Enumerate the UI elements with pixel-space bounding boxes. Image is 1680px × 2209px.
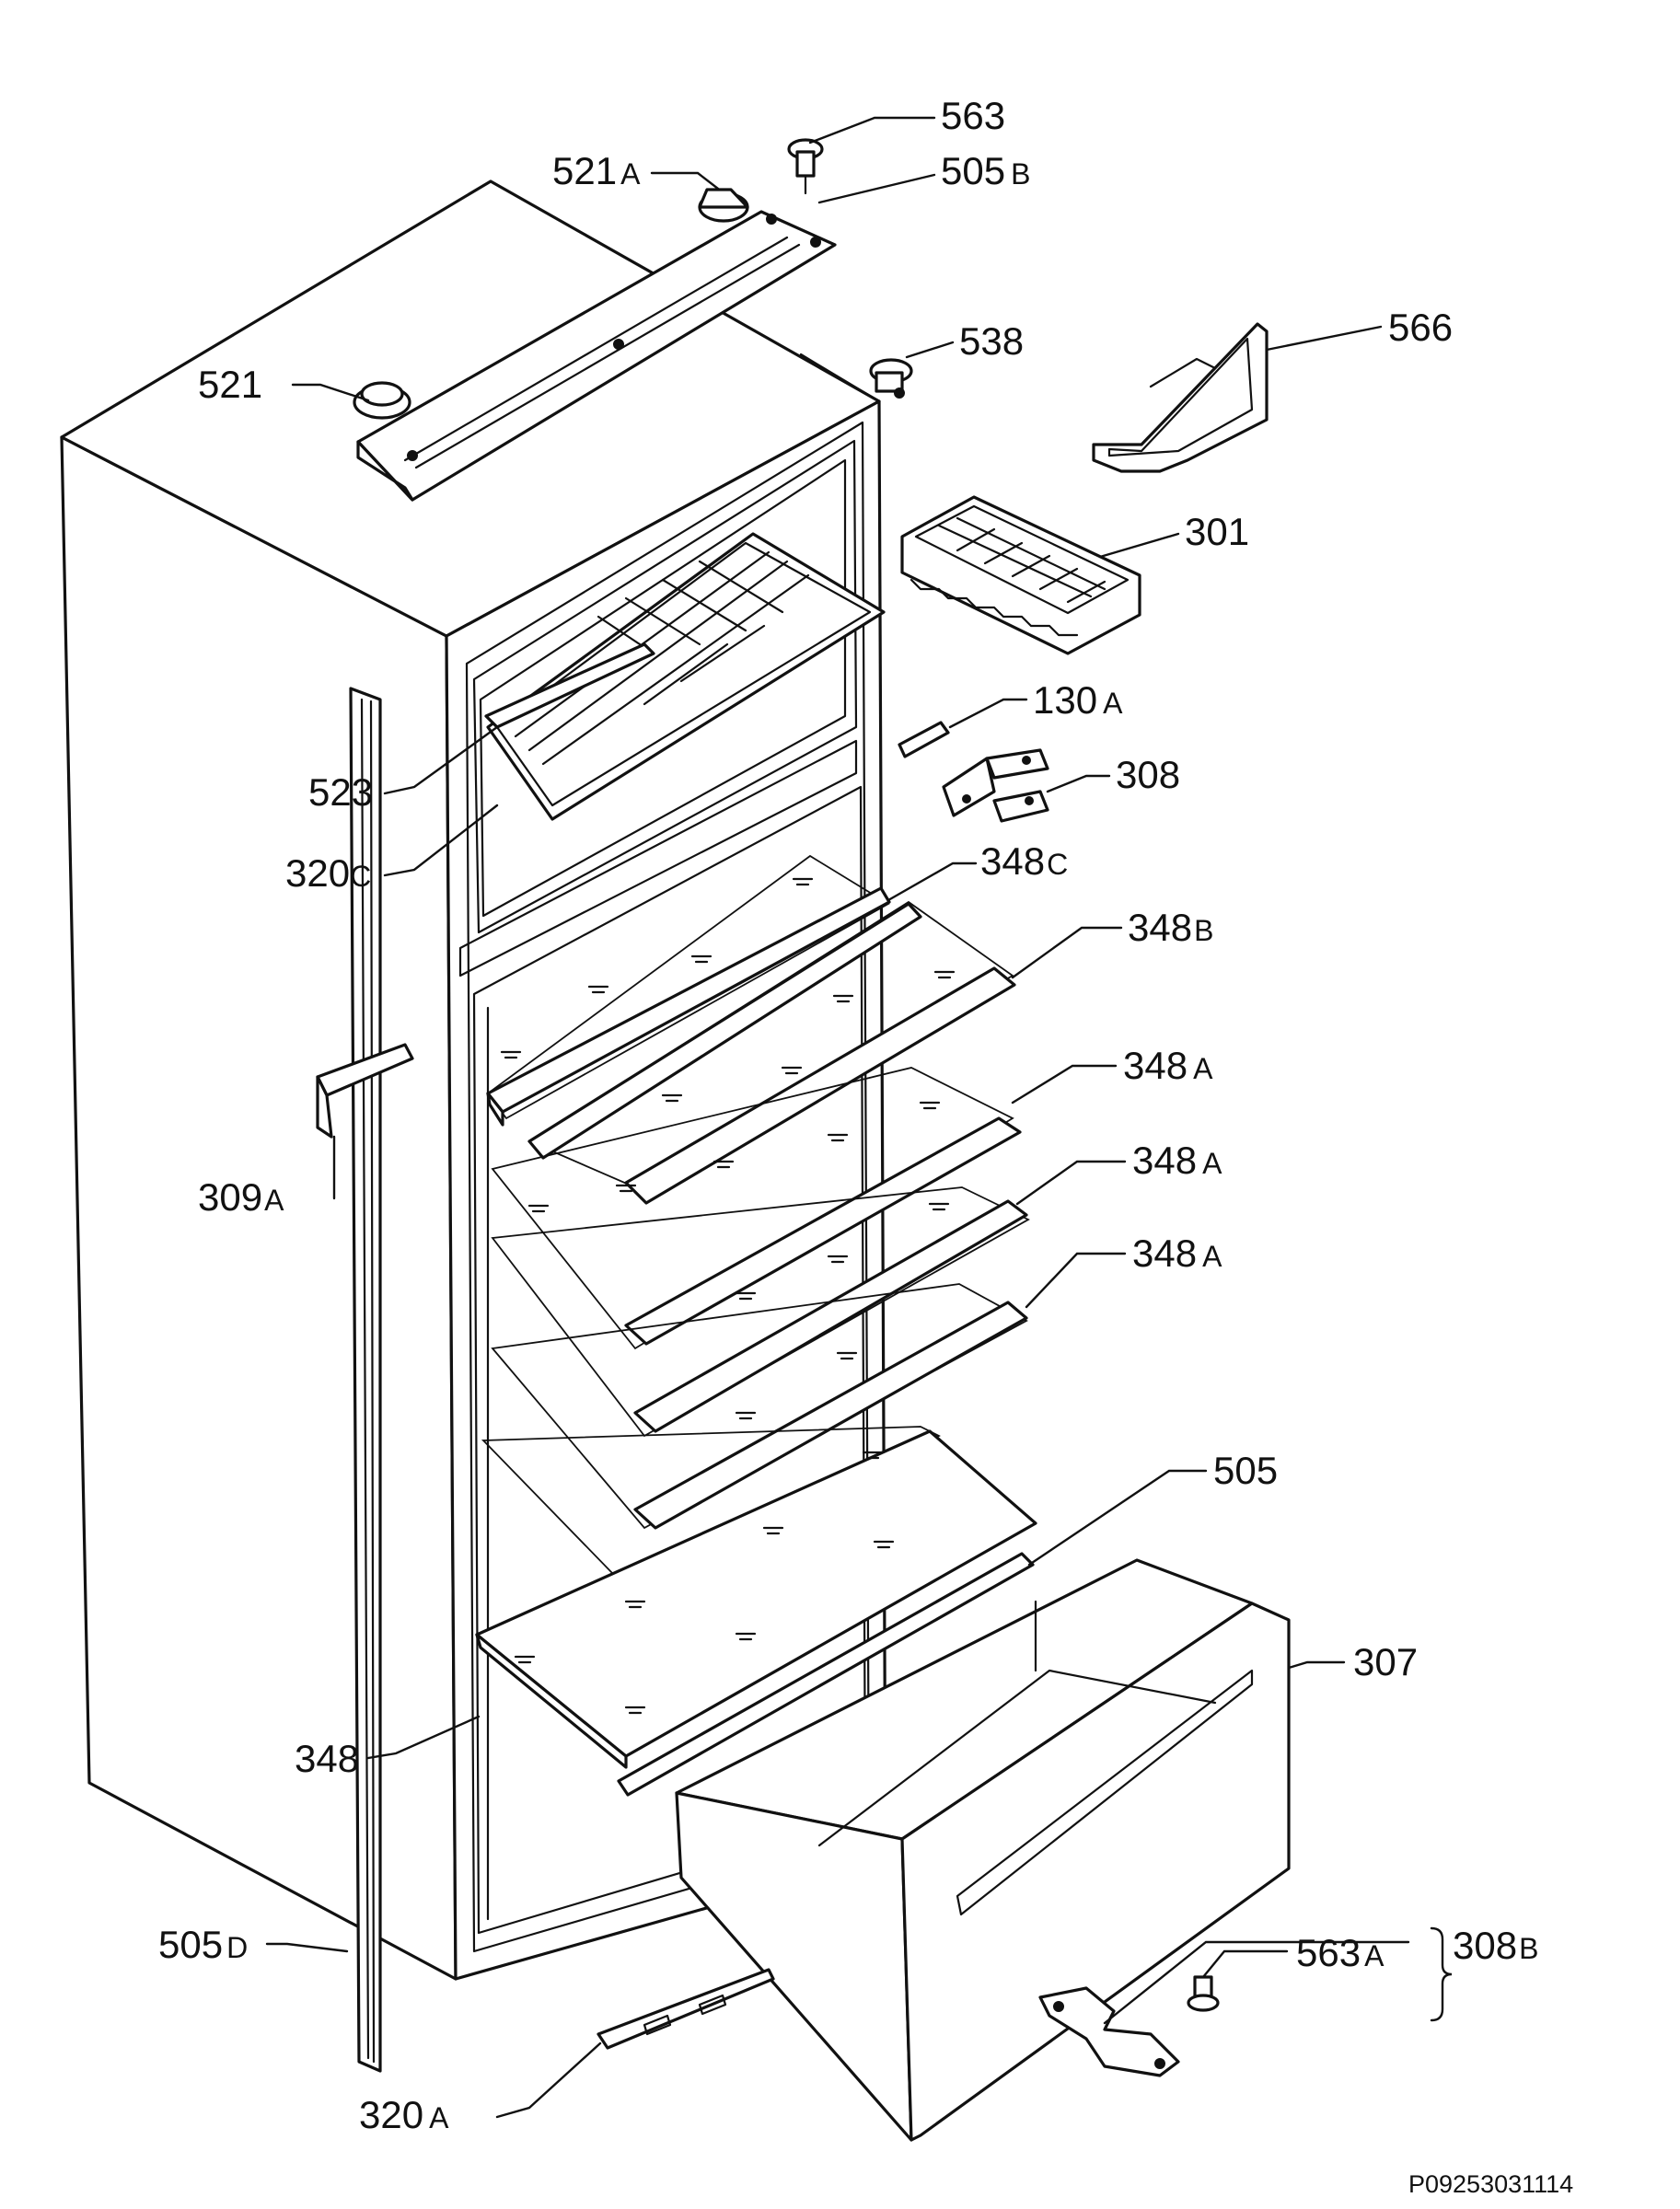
ice-cube-tray <box>900 495 1141 655</box>
label-348b: 348B <box>1128 906 1213 949</box>
ice-scraper <box>1092 322 1269 473</box>
knob-521a <box>698 188 749 223</box>
bracket-309a <box>316 1043 414 1139</box>
label-563: 563 <box>941 94 1005 137</box>
label-348c: 348C <box>980 839 1068 883</box>
glass-marks <box>500 877 956 1715</box>
glass-shelf-348a-lower <box>491 1283 1028 1530</box>
label-309a: 309A <box>198 1175 284 1219</box>
block-130a <box>898 721 950 758</box>
bottom-hinge-320a <box>597 1968 775 2050</box>
freezer-wire-shelf <box>484 532 886 821</box>
top-hinge-bar <box>356 210 837 502</box>
glass-shelf-348b <box>527 900 1016 1205</box>
screw-563a <box>1187 1975 1220 2012</box>
shelf-rail-505 <box>617 1552 1035 1797</box>
crisper-drawer <box>675 1558 1291 2142</box>
label-521: 521 <box>198 363 262 406</box>
label-538: 538 <box>959 319 1024 363</box>
label-308b: 308B <box>1453 1924 1538 1967</box>
label-505: 505 <box>1213 1449 1278 1492</box>
label-523: 523 <box>308 770 373 814</box>
label-348: 348 <box>295 1737 359 1780</box>
label-566: 566 <box>1388 306 1453 349</box>
hinge-308b <box>1038 1986 1180 2077</box>
label-308: 308 <box>1116 753 1180 796</box>
drawing-code: P09253031114 <box>1408 2170 1573 2198</box>
screw-563 <box>787 138 824 195</box>
leader-lines <box>265 116 1410 2119</box>
knob-521 <box>353 381 411 420</box>
label-307: 307 <box>1353 1640 1418 1683</box>
glass-shelf-348c <box>486 854 891 1127</box>
door-seal <box>349 687 382 2073</box>
hinge-pin-538 <box>869 358 913 399</box>
label-320c: 320C <box>285 851 371 895</box>
label-301: 301 <box>1185 510 1249 553</box>
glass-shelf-348a-middle <box>491 1186 1030 1438</box>
glass-shelf-348 <box>475 1429 1037 1769</box>
glass-shelf-348a-upper <box>491 1067 1022 1350</box>
group-brace <box>1430 1926 1453 2022</box>
glass-shelf-348a-bottom <box>481 1426 941 1608</box>
hinge-bracket-308 <box>942 748 1049 823</box>
